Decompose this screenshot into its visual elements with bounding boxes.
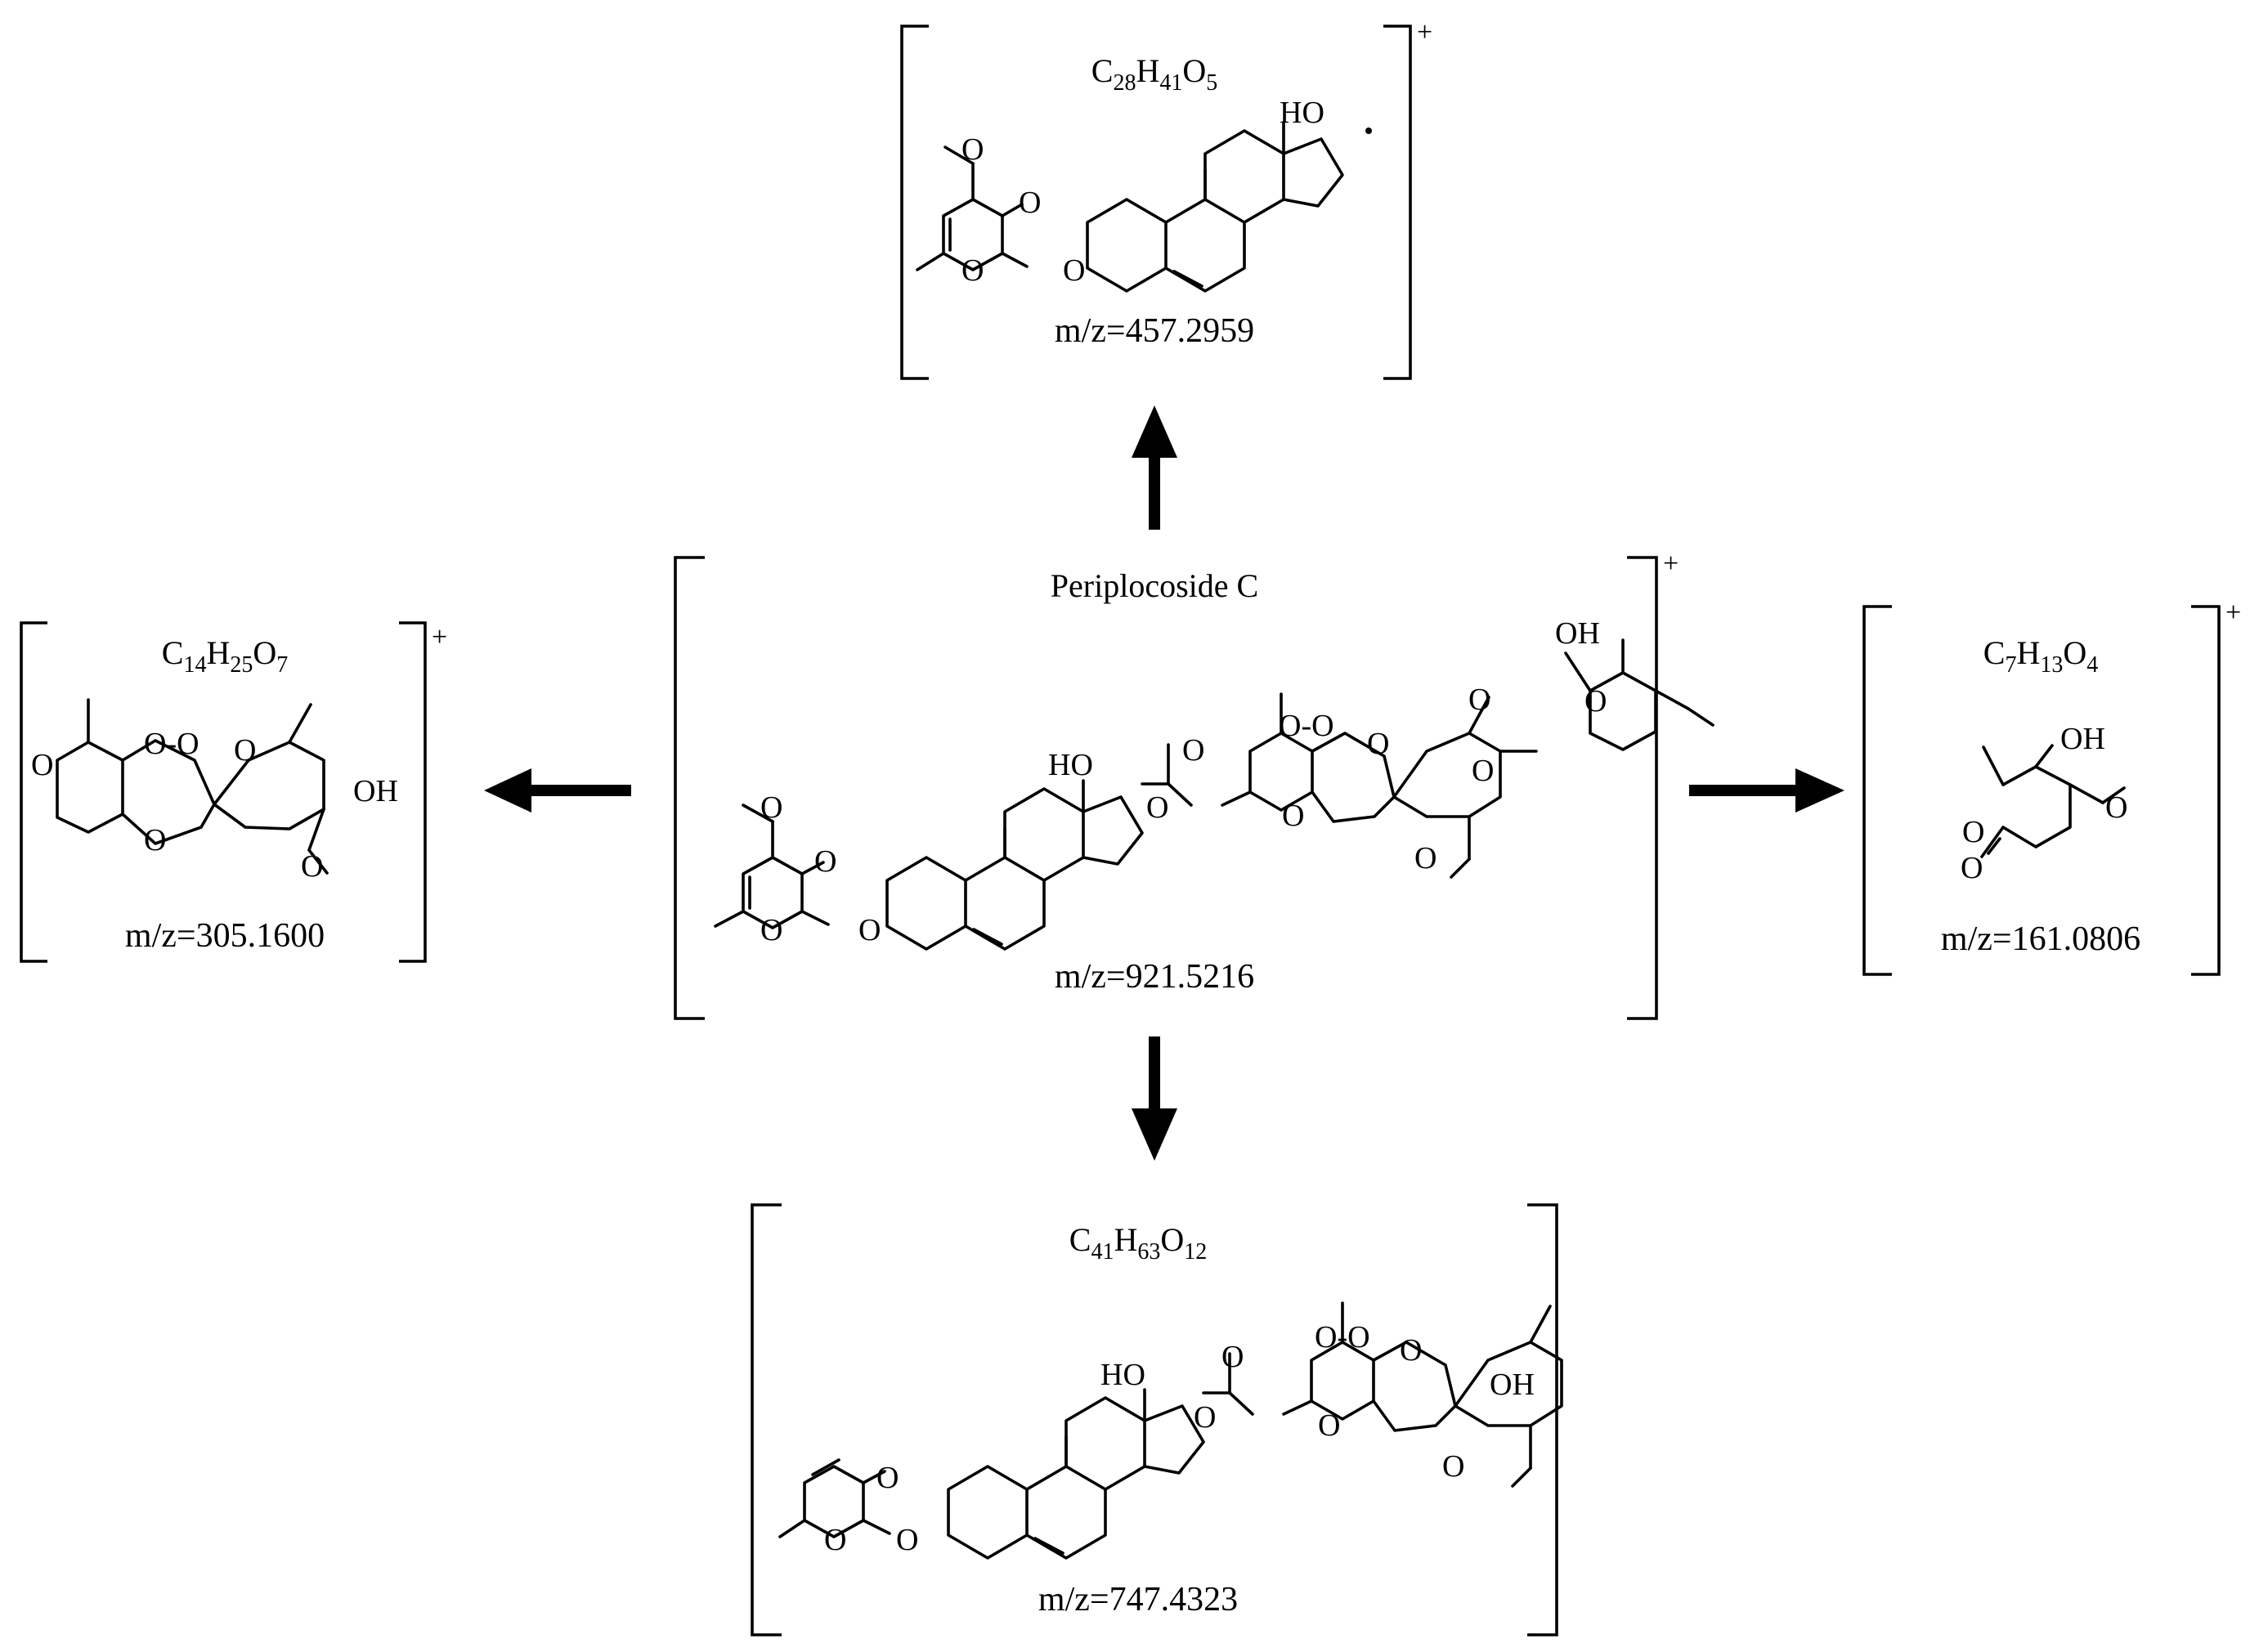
arrow-left: [484, 768, 631, 813]
parent-title: Periplocoside C: [1051, 567, 1258, 604]
atom-ho: HO: [1280, 96, 1324, 130]
bracket-left: [1862, 605, 1892, 976]
arrow-right: [1689, 768, 1844, 813]
atom-oh: OH: [1555, 616, 1600, 651]
atom-o: O: [301, 849, 323, 884]
atom-o: O: [1414, 841, 1437, 875]
atom-o: O: [31, 748, 53, 782]
bracket-right: [399, 621, 427, 963]
atom-o: O: [2105, 790, 2127, 825]
atom-o: O: [1182, 733, 1204, 768]
bracket-left: [674, 556, 705, 1020]
atom-o: O: [1468, 683, 1490, 717]
fragment-bottom: C41H63O12 O O O HO O O O-O O O OH: [751, 1203, 1563, 1636]
parent-structure-block: + Periplocoside C: [674, 548, 1714, 1020]
structure-top: [916, 121, 1344, 293]
fragment-left: + C14H25O7 O O-O O O OH O m/z=305.1600: [20, 621, 447, 963]
atom-o: O: [961, 253, 984, 288]
atom-oo: O-O: [144, 727, 199, 761]
atom-o: O: [1194, 1400, 1216, 1435]
atom-o: O: [858, 913, 881, 947]
formula-label: C7H13O4: [1983, 634, 2098, 678]
atom-o: O: [1367, 727, 1389, 761]
fragment-top: + C28H41O5 O O O O HO m/z=457.2959: [900, 17, 1432, 380]
atom-o: O: [1221, 1340, 1244, 1374]
bracket-right: [1627, 556, 1658, 1020]
atom-o: O: [1584, 684, 1607, 719]
atom-o: O: [961, 132, 984, 167]
atom-o: O: [1146, 790, 1168, 825]
atom-o: O: [760, 913, 782, 947]
atom-o: O: [234, 733, 256, 768]
bracket-right: [1527, 1203, 1558, 1636]
atom-o: O: [1019, 186, 1041, 220]
formula-label: C14H25O7: [162, 634, 288, 678]
mz-label: m/z=305.1600: [125, 917, 325, 955]
arrow-down: [1132, 1036, 1177, 1161]
atom-oo: O-O: [1315, 1320, 1370, 1354]
atom-o: O: [1063, 253, 1085, 288]
mz-label: m/z=161.0806: [1941, 920, 2140, 958]
mz-label: m/z=921.5216: [1055, 958, 1254, 996]
atom-oo: O-O: [1279, 709, 1334, 743]
formula-label: C41H63O12: [1069, 1221, 1207, 1265]
atom-o: O: [824, 1523, 846, 1557]
charge-sign: +: [432, 622, 447, 652]
structure-parent: [714, 638, 1714, 951]
atom-ho: HO: [1100, 1358, 1145, 1392]
structure-right: [1980, 744, 2126, 858]
atom-o: O: [760, 790, 782, 825]
structure-left: [56, 698, 329, 875]
atom-o: O: [144, 823, 166, 857]
charge-sign: +: [1417, 17, 1432, 47]
charge-sign: +: [1663, 548, 1679, 579]
atom-o: O: [896, 1523, 918, 1557]
atom-o: O: [1318, 1408, 1340, 1443]
fragment-right: + C7H13O4 OH O O O m/z=161.0806: [1862, 598, 2241, 976]
structure-bottom: [778, 1301, 1563, 1560]
atom-o: O: [1442, 1449, 1464, 1484]
atom-o: O: [1282, 799, 1304, 833]
arrow-up: [1132, 405, 1177, 530]
atom-oh: OH: [1490, 1368, 1535, 1402]
atom-ho: HO: [1048, 748, 1093, 782]
atom-o: O: [814, 844, 836, 879]
bracket-left: [20, 621, 47, 963]
mz-label: m/z=747.4323: [1038, 1581, 1238, 1618]
formula-label: C28H41O5: [1091, 52, 1217, 96]
mz-label: m/z=457.2959: [1055, 312, 1254, 350]
atom-o: O: [1472, 754, 1494, 788]
bracket-left: [900, 25, 929, 380]
atom-o: O: [1962, 815, 1984, 849]
atom-oh: OH: [353, 774, 398, 808]
atom-o: O: [1961, 851, 1983, 885]
charge-sign: +: [2225, 598, 2241, 628]
radical-dot: [1365, 128, 1372, 134]
bracket-left: [751, 1203, 782, 1636]
atom-oh: OH: [2060, 722, 2105, 756]
bracket-right: [2191, 605, 2221, 976]
bracket-right: [1383, 25, 1412, 380]
atom-o: O: [1400, 1333, 1422, 1368]
atom-o: O: [876, 1461, 899, 1495]
